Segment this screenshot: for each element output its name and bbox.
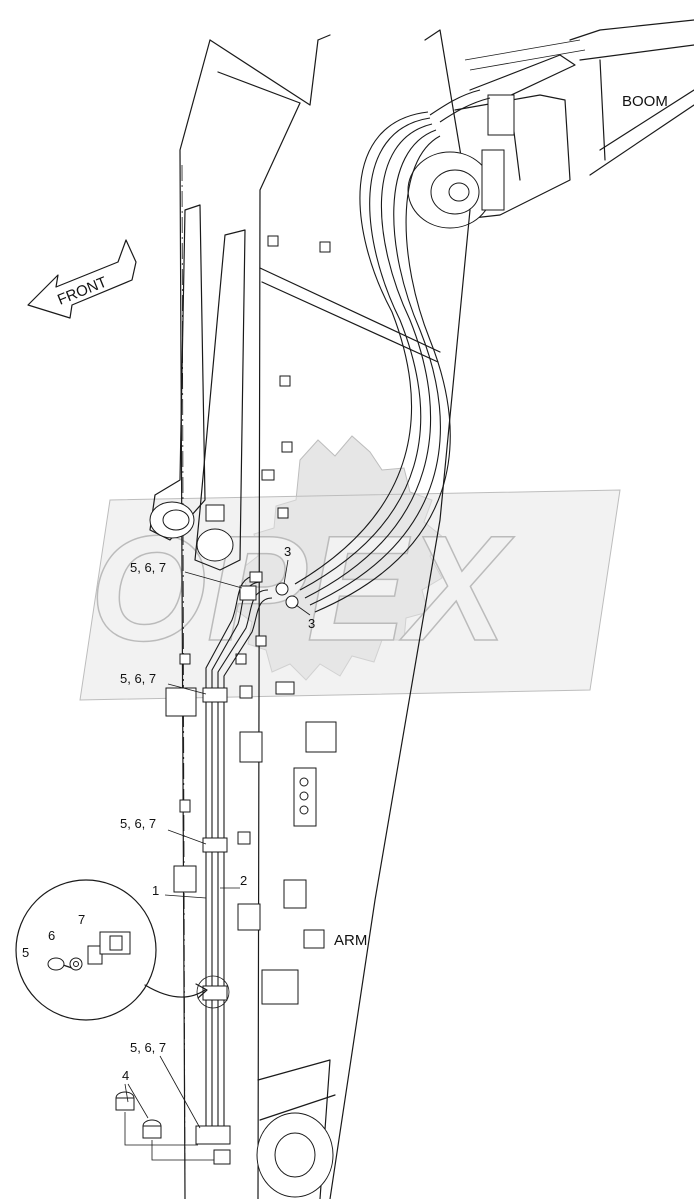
arm-blocks <box>165 235 337 1005</box>
boom <box>407 19 694 229</box>
clamp-detail-icon <box>202 985 228 1001</box>
clamp-second-icon <box>202 687 228 703</box>
pipes <box>195 571 299 1165</box>
front-label: FRONT <box>55 274 109 309</box>
cylinder-brackets <box>149 204 246 571</box>
callout-clamp-second: 5, 6, 7 <box>120 671 156 686</box>
fitting-lower-icon <box>285 595 299 609</box>
callout-fitting-upper: 3 <box>284 544 291 559</box>
callouts: 5, 6, 7 3 3 5, 6, 7 5, 6, 7 1 2 5, 6, 7 … <box>22 93 668 1083</box>
pipe-2 <box>217 589 269 1130</box>
callout-clamp-third: 5, 6, 7 <box>120 816 156 831</box>
callout-plug: 4 <box>122 1068 129 1083</box>
callout-clamp-top: 5, 6, 7 <box>130 560 166 575</box>
callout-detail-bolt: 5 <box>22 945 29 960</box>
clamp-top-icon <box>239 585 257 601</box>
fitting-upper-icon <box>275 582 289 596</box>
boom-bracket <box>487 94 515 136</box>
callout-pipe-1: 1 <box>152 883 159 898</box>
callout-pipe-2: 2 <box>240 873 247 888</box>
detail-view <box>15 879 208 1021</box>
callout-detail-clamp: 7 <box>78 912 85 927</box>
clamp-half-icon <box>87 945 103 965</box>
callout-fitting-lower: 3 <box>308 616 315 631</box>
bolt-icon <box>47 957 65 971</box>
callout-clamp-bottom: 5, 6, 7 <box>130 1040 166 1055</box>
detail-circle <box>15 879 157 1021</box>
arm <box>179 34 471 1199</box>
callout-detail-washer: 6 <box>48 928 55 943</box>
front-arrow: FRONT <box>27 239 137 319</box>
leader-lines <box>124 559 311 1129</box>
label-arm: ARM <box>334 932 367 949</box>
front-arrow-icon <box>27 239 137 319</box>
clamp-bottom-icon <box>195 1125 231 1145</box>
label-boom: BOOM <box>622 93 668 110</box>
plugs <box>115 1091 214 1161</box>
clamp-third-icon <box>202 837 228 853</box>
hoses <box>294 89 491 613</box>
